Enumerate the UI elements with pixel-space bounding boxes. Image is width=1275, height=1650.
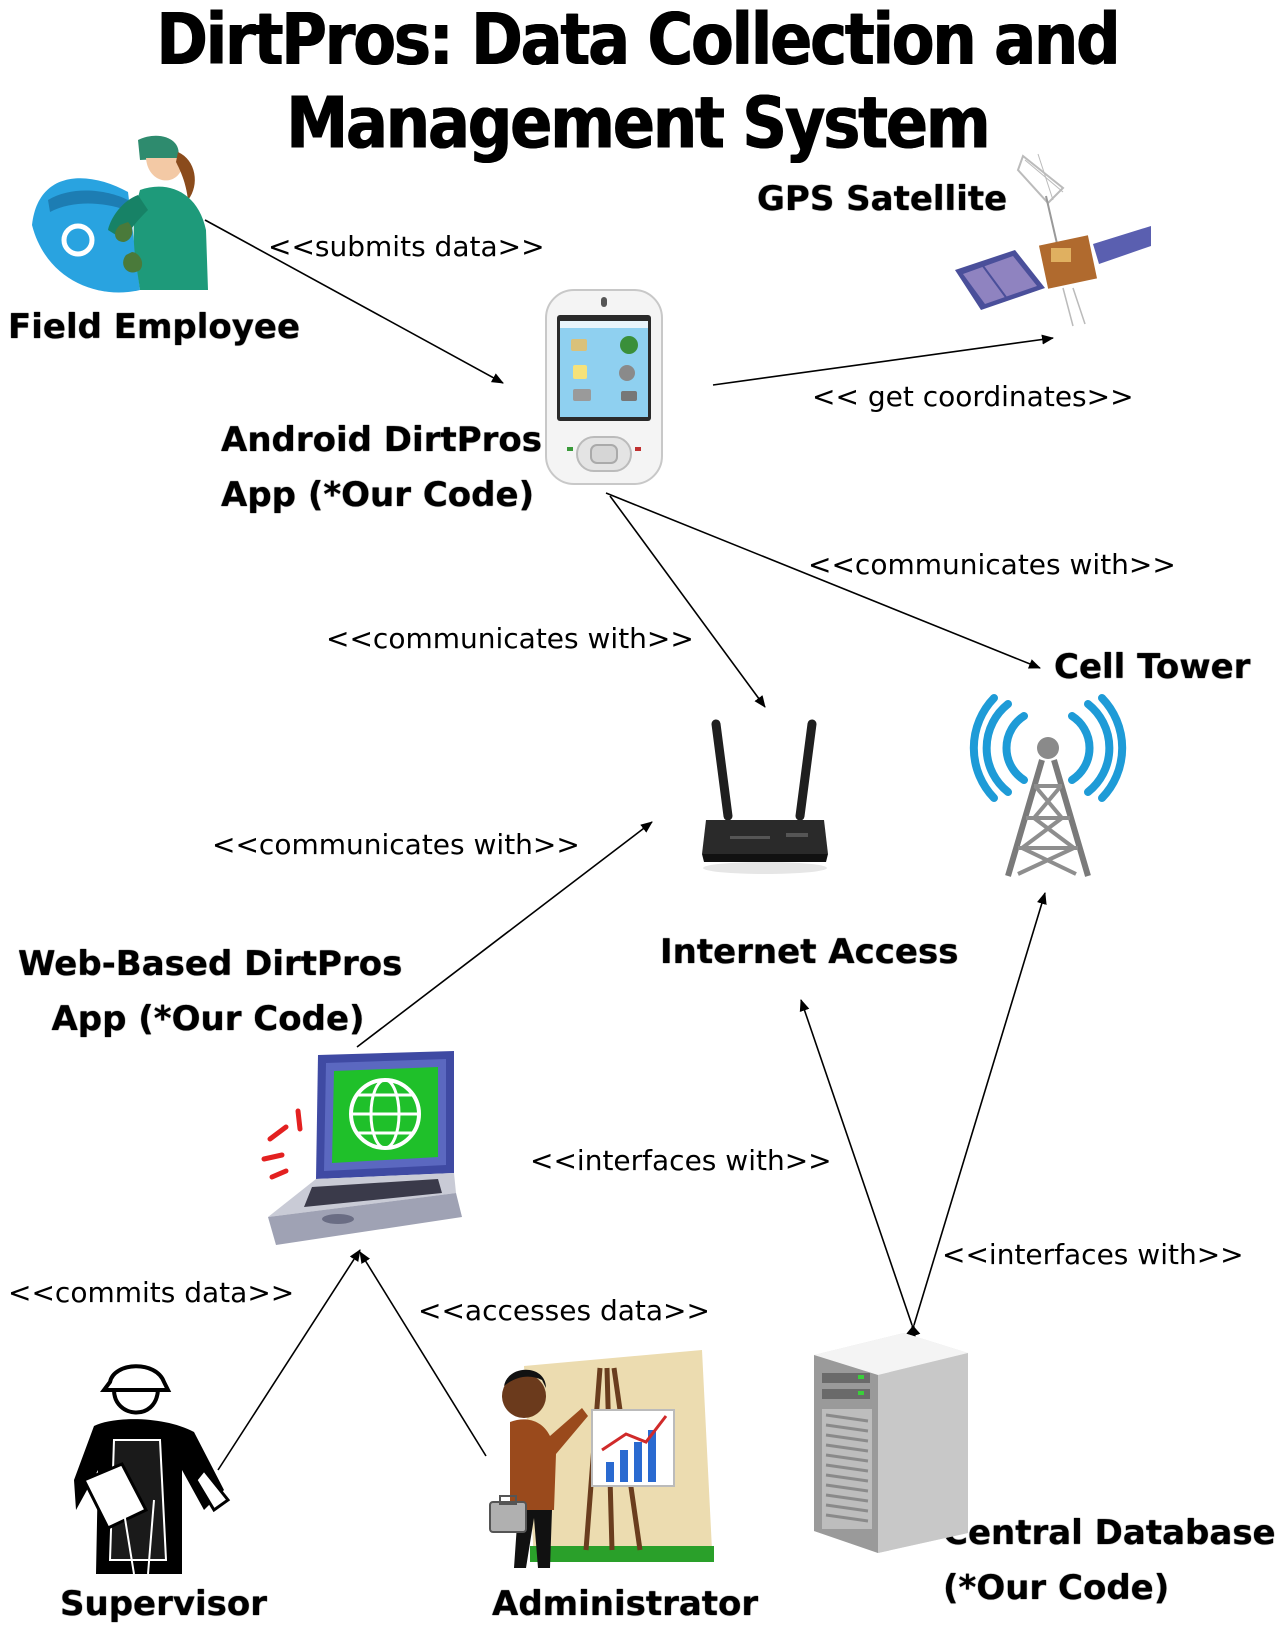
label-field-employee: Field Employee xyxy=(8,307,301,347)
label-web-app: Web-Based DirtPros App (*Our Code) xyxy=(18,937,403,1047)
label-internet-access: Internet Access xyxy=(660,932,959,972)
edge-accesses-data xyxy=(359,1251,487,1457)
label-central-database-line1: Central Database xyxy=(943,1513,1275,1553)
edge-label-interfaces-tower: <<interfaces with>> xyxy=(942,1238,1244,1271)
label-gps-satellite: GPS Satellite xyxy=(757,179,1008,219)
edge-interfaces-tower xyxy=(906,892,1047,1337)
edge-interfaces-internet xyxy=(799,999,921,1338)
label-cell-tower: Cell Tower xyxy=(1054,647,1251,687)
cell-tower-icon xyxy=(969,694,1127,877)
server-icon xyxy=(814,1333,968,1553)
smartphone-icon xyxy=(545,289,663,485)
label-central-database-line2: (*Our Code) xyxy=(943,1568,1170,1608)
edge-label-accesses-data: <<accesses data>> xyxy=(418,1294,710,1327)
edge-get-coordinates xyxy=(712,334,1054,386)
edge-submits-data xyxy=(204,219,504,384)
edge-label-get-coordinates: << get coordinates>> xyxy=(812,380,1134,413)
satellite-icon xyxy=(955,153,1151,327)
edge-label-communicates-internet: <<communicates with>> xyxy=(326,622,694,655)
label-administrator: Administrator xyxy=(492,1584,759,1624)
edge-communicates-tower xyxy=(605,492,1041,669)
label-web-app-line2: App (*Our Code) xyxy=(51,999,365,1039)
edge-commits-data xyxy=(217,1249,361,1471)
field-worker-icon xyxy=(32,135,208,293)
edge-label-submits-data: <<submits data>> xyxy=(268,230,545,263)
edge-label-communicates-web: <<communicates with>> xyxy=(212,828,580,861)
edge-communicates-internet xyxy=(609,495,766,708)
label-supervisor: Supervisor xyxy=(60,1584,268,1624)
edge-communicates-web xyxy=(356,821,653,1048)
router-icon xyxy=(702,719,828,874)
label-central-database: Central Database (*Our Code) xyxy=(943,1506,1275,1616)
label-android-app-line2: App (*Our Code) xyxy=(221,475,535,515)
label-android-app: Android DirtPros App (*Our Code) xyxy=(221,413,542,523)
administrator-icon xyxy=(489,1350,714,1568)
edge-label-commits-data: <<commits data>> xyxy=(8,1276,295,1309)
page-title: DirtPros: Data Collection and Management… xyxy=(156,0,1120,165)
label-android-app-line1: Android DirtPros xyxy=(221,420,542,460)
supervisor-icon xyxy=(74,1364,231,1575)
laptop-icon xyxy=(261,1051,462,1245)
label-web-app-line1: Web-Based DirtPros xyxy=(18,944,403,984)
edge-label-communicates-tower: <<communicates with>> xyxy=(808,548,1176,581)
edge-label-interfaces-internet: <<interfaces with>> xyxy=(530,1144,832,1177)
